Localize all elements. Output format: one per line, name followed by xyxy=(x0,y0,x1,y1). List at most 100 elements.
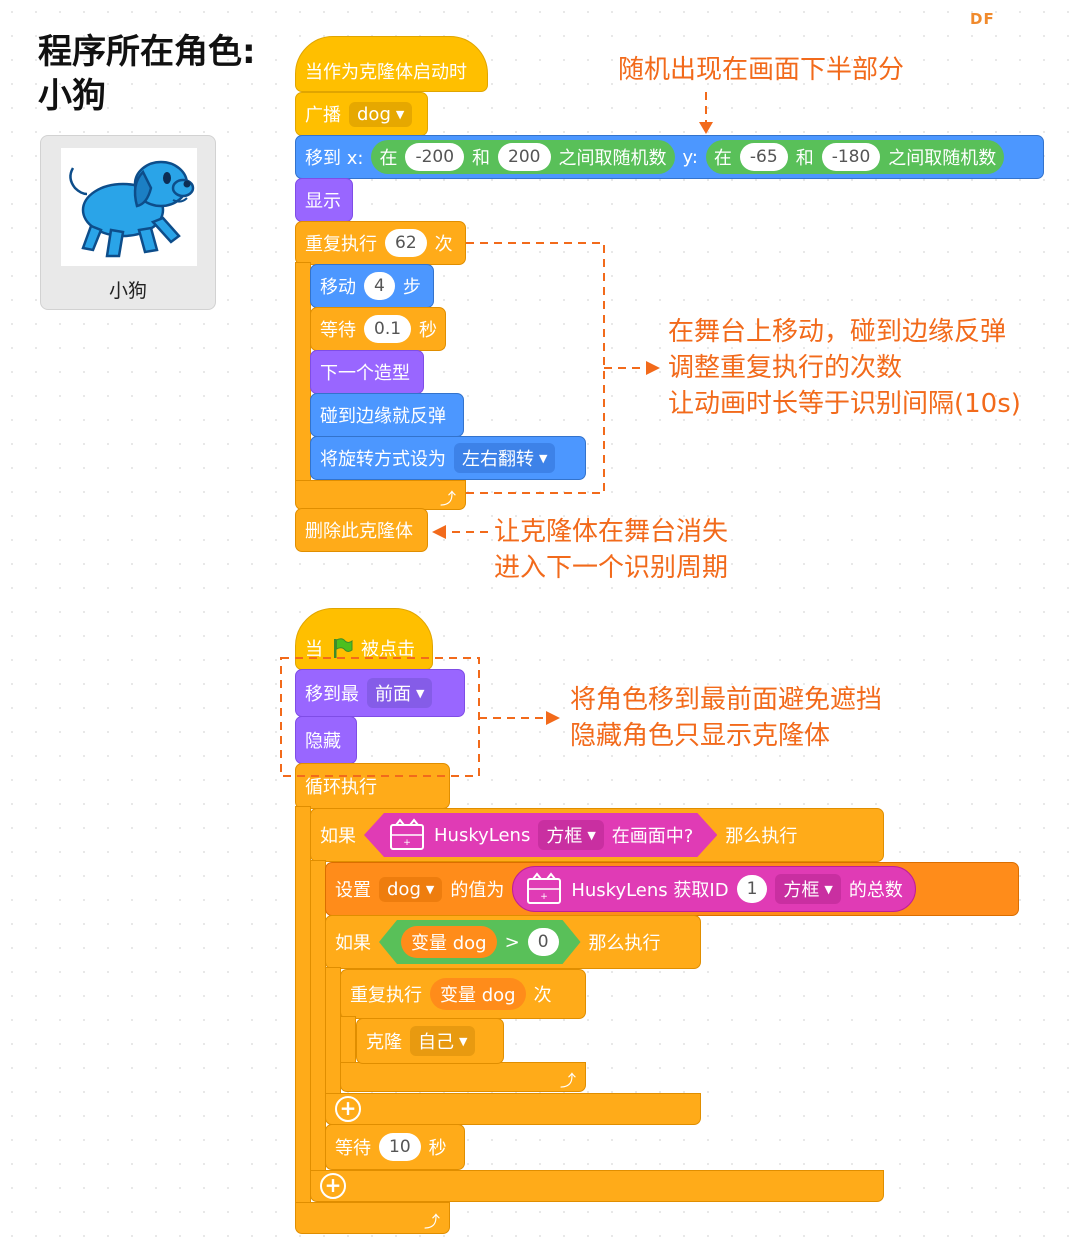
chevron-down-icon: ▼ xyxy=(587,828,596,842)
rand-and: 和 xyxy=(795,148,814,169)
variable-dog-reporter[interactable]: 变量 dog xyxy=(430,978,526,1010)
sprite-thumbnail xyxy=(61,148,197,266)
wait-10-block[interactable]: 等待 10 秒 xyxy=(325,1124,465,1170)
annotation-front: 将角色移到最前面避免遮挡 隐藏角色只显示克隆体 xyxy=(570,682,882,754)
arrow-down-icon xyxy=(699,122,713,134)
delete-clone-block[interactable]: 删除此克隆体 xyxy=(295,508,428,552)
goto-xy-block[interactable]: 移到 x: 在 -200 和 200 之间取随机数 y: 在 -65 和 -18… xyxy=(295,135,1044,179)
loop-arrow-icon: ⤴ xyxy=(560,1071,577,1090)
random-x-reporter[interactable]: 在 -200 和 200 之间取随机数 xyxy=(371,140,675,174)
go-to-front-block[interactable]: 移到最 前面▼ xyxy=(295,669,465,717)
green-flag-icon xyxy=(334,638,353,658)
when-flag-clicked-hat[interactable]: 当 被点击 xyxy=(295,608,433,670)
rand-pre: 在 xyxy=(713,148,732,169)
rand-y-max-input[interactable]: -180 xyxy=(821,143,881,171)
clone-target-dropdown[interactable]: 自己 ▼ xyxy=(410,1026,476,1056)
rotation-style-block[interactable]: 将旋转方式设为 左右翻转▼ xyxy=(310,436,586,480)
chevron-down-icon: ▼ xyxy=(416,686,425,700)
hat-label: 当作为克隆体启动时 xyxy=(305,62,467,83)
show-block[interactable]: 显示 xyxy=(295,178,353,222)
if-huskylens-block[interactable]: 如果 + HuskyLens 方框▼ 在画面中? 那么执行 xyxy=(310,808,884,862)
variable-value: dog xyxy=(387,878,421,900)
clone-target-value: 自己 xyxy=(418,1032,454,1053)
broadcast-label: 广播 xyxy=(305,105,341,126)
clone-block[interactable]: 克隆 自己 ▼ xyxy=(356,1018,504,1064)
huskylens-in-frame-reporter[interactable]: + HuskyLens 方框▼ 在画面中? xyxy=(364,813,717,857)
arrow-right-icon xyxy=(646,361,660,375)
rand-y-min-input[interactable]: -65 xyxy=(739,143,788,171)
rotation-label: 将旋转方式设为 xyxy=(320,449,446,470)
layer-value: 前面 xyxy=(375,684,411,705)
id-input[interactable]: 1 xyxy=(736,875,768,903)
dog-icon xyxy=(69,160,195,258)
repeat-dog-block[interactable]: 重复执行 变量 dog 次 xyxy=(340,969,586,1019)
wait-label: 等待 xyxy=(335,1138,371,1159)
move-steps-input[interactable]: 4 xyxy=(364,272,395,300)
arrow-right-icon xyxy=(546,711,560,725)
add-branch-icon[interactable]: + xyxy=(320,1173,346,1199)
repeat-unit: 次 xyxy=(533,985,552,1006)
repeat-c-foot xyxy=(295,480,466,510)
forever-block[interactable]: 循环执行 xyxy=(295,763,450,809)
broadcast-dropdown[interactable]: dog ▼ xyxy=(349,101,413,127)
sprite-card[interactable]: 小狗 xyxy=(40,135,216,310)
mode-dropdown[interactable]: 方框▼ xyxy=(538,820,603,850)
clone-label: 克隆 xyxy=(366,1032,402,1053)
chevron-down-icon: ▼ xyxy=(824,882,833,896)
huskylens-icon: + xyxy=(527,872,562,904)
goto-label: 移到 x: xyxy=(305,148,364,169)
broadcast-block[interactable]: 广播 dog ▼ xyxy=(295,92,428,136)
delete-clone-label: 删除此克隆体 xyxy=(305,521,413,542)
broadcast-value: dog xyxy=(357,103,391,125)
huskylens-label: HuskyLens xyxy=(434,824,531,846)
chevron-down-icon: ▼ xyxy=(395,107,405,121)
greater-than-reporter[interactable]: 变量 dog > 0 xyxy=(379,920,581,964)
if-dog-greater-block[interactable]: 如果 变量 dog > 0 那么执行 xyxy=(325,915,701,969)
annotation-clone: 让克隆体在舞台消失 进入下一个识别周期 xyxy=(494,514,728,586)
variable-dog-reporter[interactable]: 变量 dog xyxy=(401,926,497,958)
wait-secs-input[interactable]: 10 xyxy=(379,1133,421,1161)
repeat-unit: 次 xyxy=(434,234,453,255)
huskylens-get-id-label: HuskyLens 获取ID xyxy=(571,880,729,901)
show-label: 显示 xyxy=(305,191,341,212)
rand-x-max-input[interactable]: 200 xyxy=(498,143,551,171)
rand-and: 和 xyxy=(472,148,491,169)
if2-c-foot xyxy=(325,1093,701,1125)
sprite-name: 小狗 xyxy=(108,280,147,302)
rotation-dropdown[interactable]: 左右翻转▼ xyxy=(454,443,556,473)
hide-block[interactable]: 隐藏 xyxy=(295,716,357,764)
variable-dropdown[interactable]: dog▼ xyxy=(379,876,443,902)
mode-dropdown[interactable]: 方框▼ xyxy=(775,874,841,904)
svg-text:+: + xyxy=(403,838,411,848)
layer-dropdown[interactable]: 前面 ▼ xyxy=(367,678,433,708)
next-costume-block[interactable]: 下一个造型 xyxy=(310,350,424,394)
wait-block[interactable]: 等待 0.1 秒 xyxy=(310,307,446,351)
goto-y-label: y: xyxy=(682,146,698,168)
random-y-reporter[interactable]: 在 -65 和 -180 之间取随机数 xyxy=(705,140,1005,174)
repeat-count-input[interactable]: 62 xyxy=(385,229,427,257)
move-unit: 步 xyxy=(402,277,421,298)
when-start-as-clone-hat[interactable]: 当作为克隆体启动时 xyxy=(295,36,488,92)
total-label: 的总数 xyxy=(848,880,903,901)
watermark: DF xyxy=(970,10,995,28)
chevron-down-icon: ▼ xyxy=(459,1034,468,1048)
bounce-label: 碰到边缘就反弹 xyxy=(320,406,446,427)
set-label: 设置 xyxy=(335,880,371,901)
set-to-label: 的值为 xyxy=(450,880,505,901)
wait-secs-input[interactable]: 0.1 xyxy=(364,315,412,343)
set-variable-block[interactable]: 设置 dog▼ 的值为 + HuskyLens 获取ID 1 方框▼ 的总数 xyxy=(325,862,1019,916)
add-branch-icon[interactable]: + xyxy=(335,1096,361,1122)
rand-post: 之间取随机数 xyxy=(888,148,997,169)
next-costume-label: 下一个造型 xyxy=(320,363,410,384)
rand-x-min-input[interactable]: -200 xyxy=(405,143,465,171)
loop-arrow-icon: ⤴ xyxy=(424,1212,441,1231)
annotation-move-line2: 调整重复执行的次数 xyxy=(668,353,903,383)
rotation-value: 左右翻转 xyxy=(462,449,534,470)
huskylens-count-reporter[interactable]: + HuskyLens 获取ID 1 方框▼ 的总数 xyxy=(512,866,916,912)
arrow-left-icon xyxy=(432,525,446,539)
move-steps-block[interactable]: 移动 4 步 xyxy=(310,264,434,308)
compare-value-input[interactable]: 0 xyxy=(528,928,559,956)
bounce-block[interactable]: 碰到边缘就反弹 xyxy=(310,393,464,437)
loop-arrow-icon: ⤴ xyxy=(440,489,457,508)
